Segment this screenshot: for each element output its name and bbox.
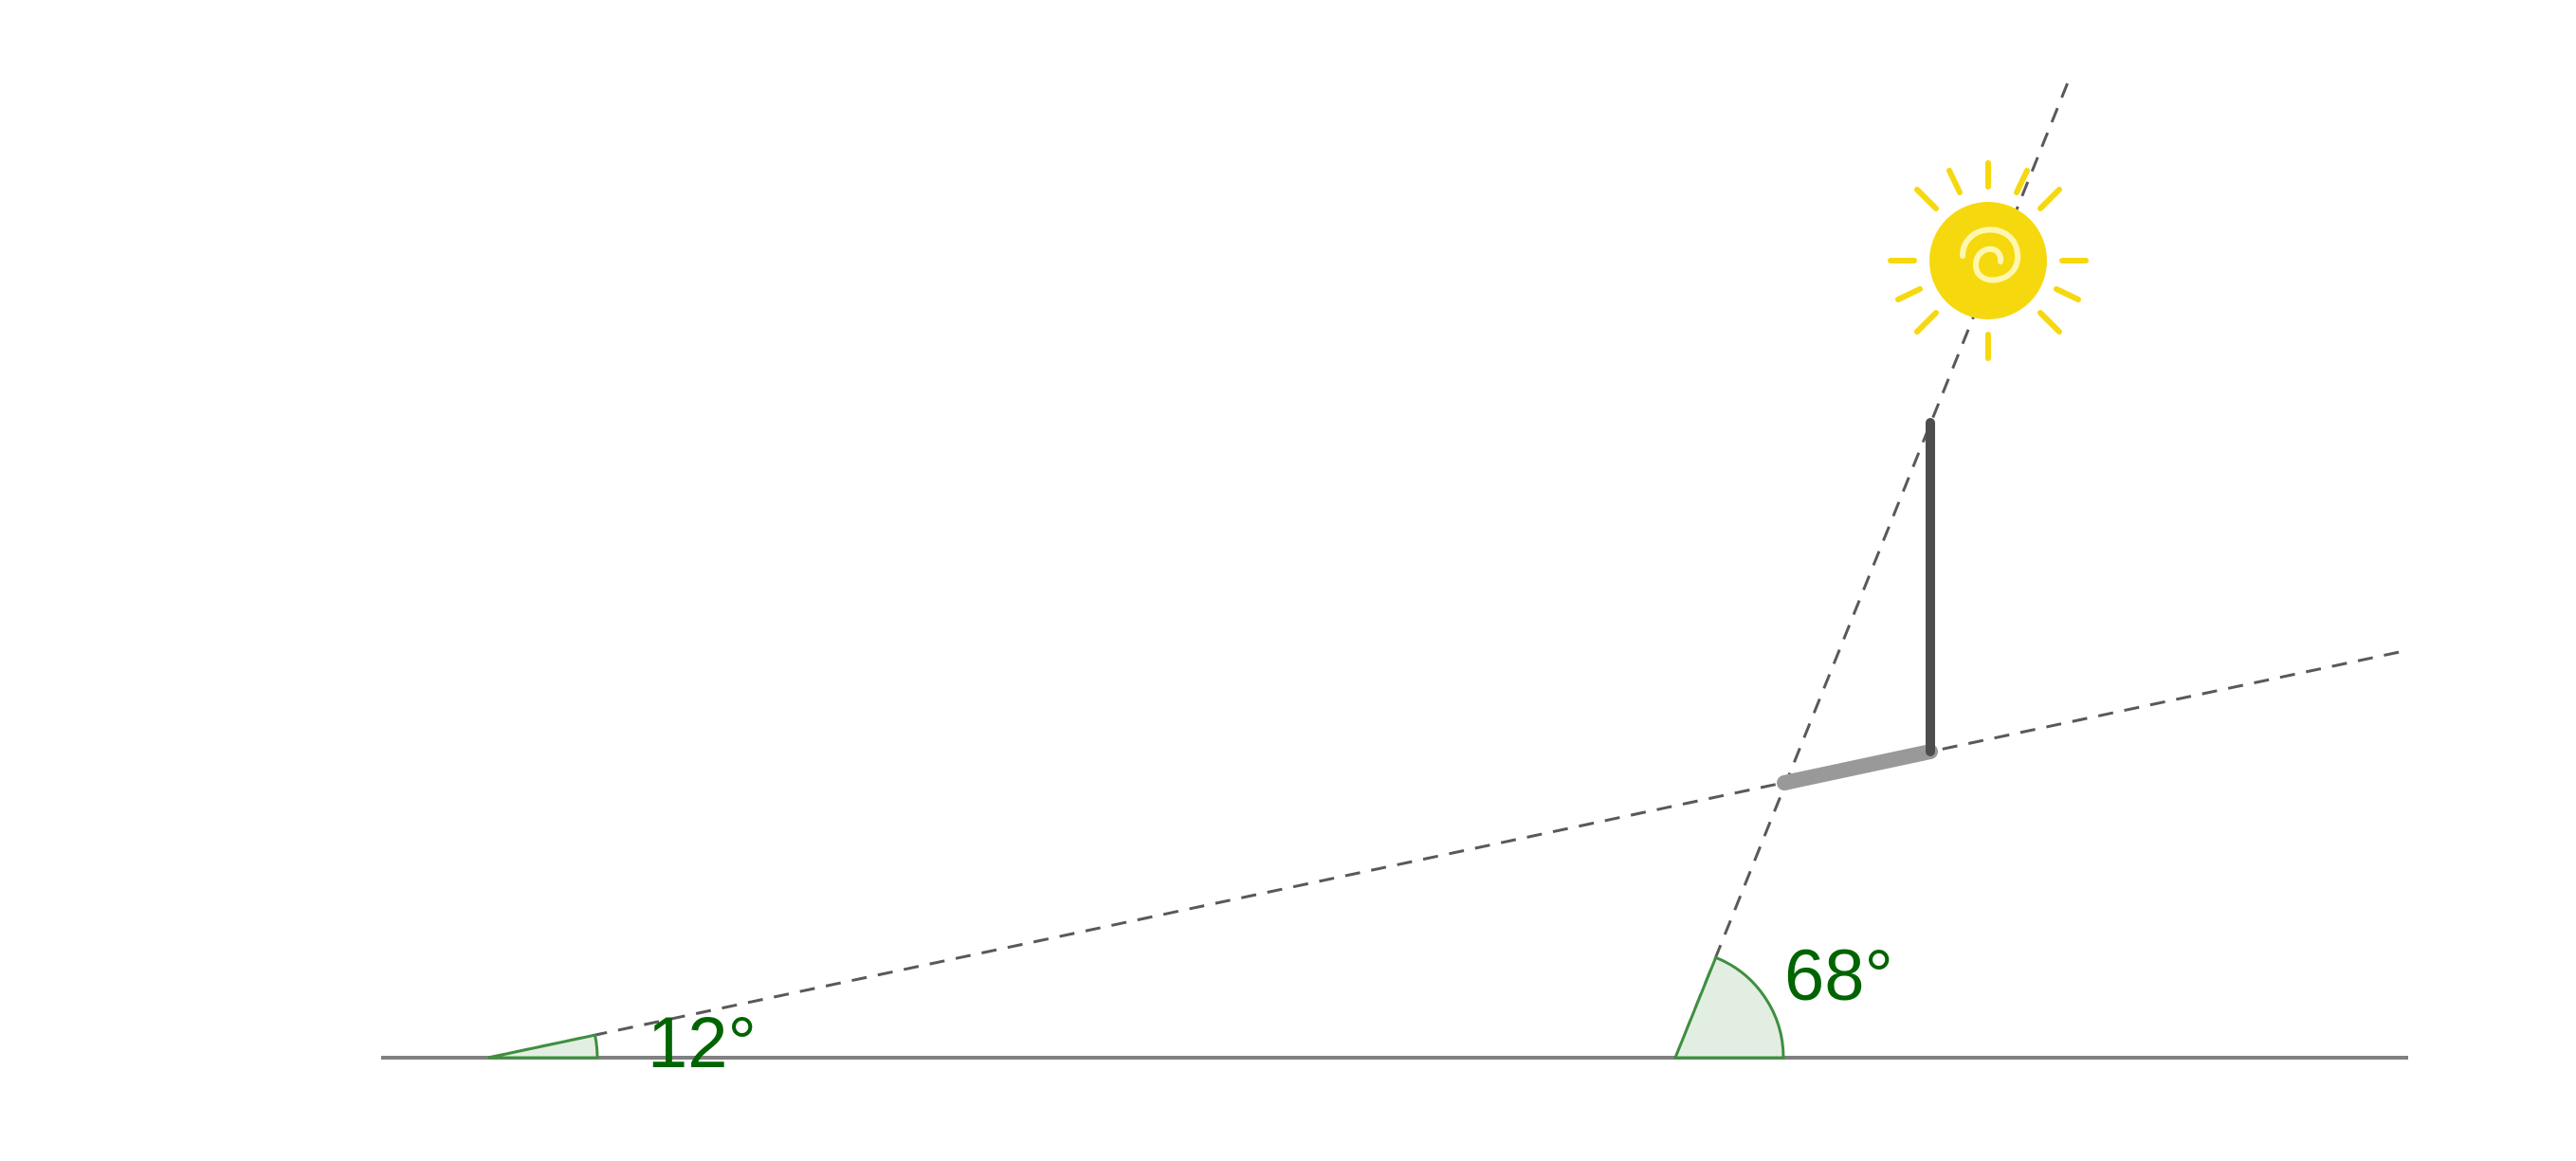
pole-shadow — [1777, 744, 1938, 790]
sun-icon — [1888, 160, 2089, 361]
sun-angle-label: 68° — [1784, 935, 1893, 1016]
slope-angle-marker — [487, 1033, 599, 1060]
sun-angle-marker — [1672, 955, 1785, 1060]
slope-angle-label: 12° — [648, 1003, 757, 1083]
slope-line — [487, 648, 2409, 1060]
